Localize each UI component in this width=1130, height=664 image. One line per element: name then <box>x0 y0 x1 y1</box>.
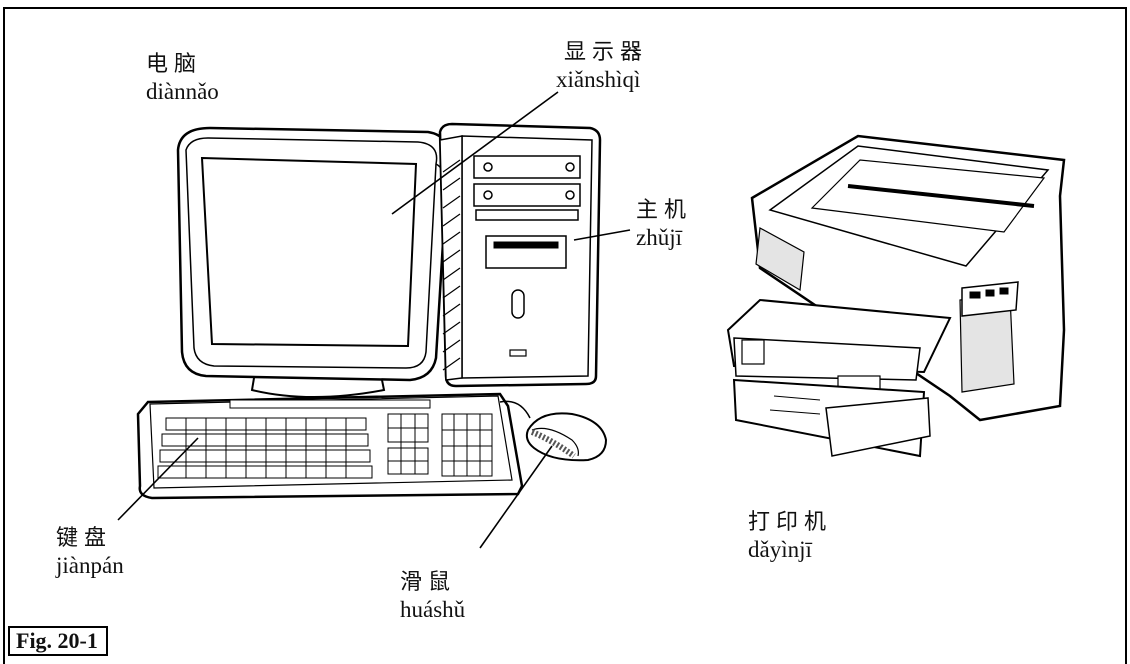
computer-hanzi: 电脑 <box>146 52 203 77</box>
frame-border <box>3 7 1127 664</box>
computer-pinyin: diànnǎo <box>146 79 219 105</box>
monitor-hanzi: 显示器 <box>564 40 649 65</box>
monitor-illustration <box>176 126 450 398</box>
mouse-hanzi: 滑鼠 <box>400 570 457 595</box>
mouse-illustration <box>525 412 608 462</box>
mouse-pinyin: huáshǔ <box>400 597 466 623</box>
leader-lines <box>117 91 631 549</box>
mouse-leader <box>479 445 553 549</box>
keyboard-leader <box>117 437 199 521</box>
printer-illustration <box>726 134 1066 458</box>
host-hanzi: 主机 <box>636 198 693 223</box>
monitor-pinyin: xiǎnshìqì <box>556 67 641 93</box>
printer-label: 打印机 dǎyìnjī <box>748 510 832 564</box>
keyboard-hanzi: 键盘 <box>56 526 113 551</box>
monitor-label: 显示器 xiǎnshìqì <box>556 40 648 94</box>
tower-illustration <box>438 122 602 388</box>
keyboard-pinyin: jiànpán <box>56 553 124 579</box>
monitor-leader <box>391 91 559 215</box>
computer-label: 电脑 diànnǎo <box>146 52 219 106</box>
keyboard-illustration <box>136 392 531 500</box>
printer-pinyin: dǎyìnjī <box>748 537 812 563</box>
mouse-label: 滑鼠 huáshǔ <box>400 570 465 624</box>
figure-caption: Fig. 20-1 <box>8 626 108 656</box>
keyboard-label: 键盘 jiànpán <box>56 526 124 580</box>
host-pinyin: zhǔjī <box>636 225 682 251</box>
host-leader <box>573 229 631 241</box>
host-label: 主机 zhǔjī <box>636 198 692 252</box>
printer-hanzi: 打印机 <box>748 510 833 535</box>
